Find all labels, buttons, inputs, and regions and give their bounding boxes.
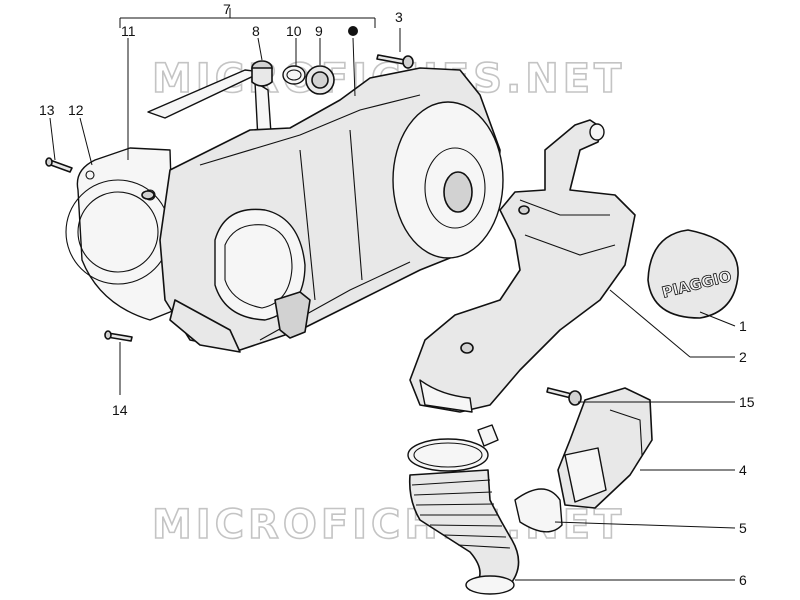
leader-lines <box>49 8 736 581</box>
callout-4: 4 <box>739 462 747 478</box>
callout-12: 12 <box>68 102 84 118</box>
callout-7: 7 <box>223 1 231 17</box>
callout-15: 15 <box>739 394 755 410</box>
part-15-screw <box>546 387 582 406</box>
callout-8: 8 <box>252 23 260 39</box>
part-2-air-duct <box>409 119 636 413</box>
callout-10: 10 <box>286 23 302 39</box>
callout-14: 14 <box>112 402 128 418</box>
part-8-plug <box>251 60 273 87</box>
part-5-hose-clamps <box>407 424 563 533</box>
callout-5: 5 <box>739 520 747 536</box>
callout-2: 2 <box>739 349 747 365</box>
ref-dot-marker <box>348 26 358 36</box>
part-11-bush <box>141 190 155 200</box>
part-6-flex-hose <box>408 469 520 595</box>
callout-9: 9 <box>315 23 323 39</box>
callout-labels: 7 11 8 10 9 3 13 12 14 1 2 15 4 5 6 <box>39 1 755 588</box>
part-9-bearing <box>305 65 335 95</box>
part-14-screw <box>104 330 133 342</box>
part-1-round-cover: PIAGGIO <box>647 229 739 319</box>
callout-1: 1 <box>739 318 747 334</box>
part-12-gasket-plate <box>65 147 176 321</box>
part-10-oring <box>282 65 306 85</box>
callout-6: 6 <box>739 572 747 588</box>
part-4-inlet-housing <box>557 387 653 509</box>
transmission-cover <box>159 67 504 353</box>
callout-3: 3 <box>395 9 403 25</box>
part-13-screw <box>45 157 73 173</box>
callout-13: 13 <box>39 102 55 118</box>
part-3-screw <box>376 54 414 69</box>
callout-11: 11 <box>121 23 136 39</box>
